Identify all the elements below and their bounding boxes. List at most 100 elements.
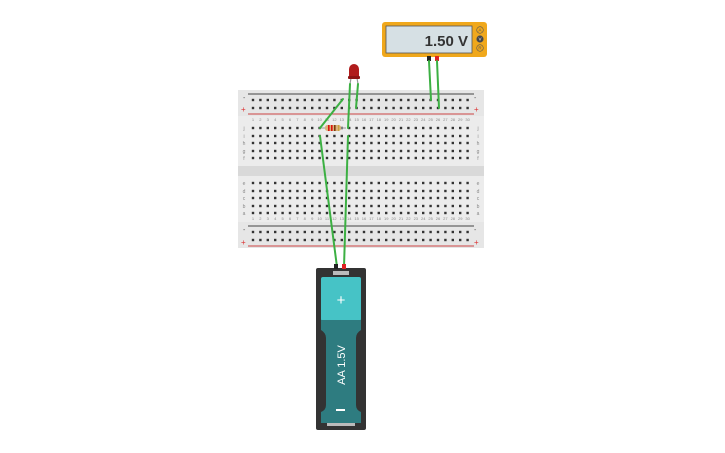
breadboard-hole[interactable] [303, 189, 306, 193]
breadboard-hole[interactable] [340, 230, 343, 234]
breadboard-hole[interactable] [444, 230, 447, 234]
mode-button-a[interactable] [476, 26, 484, 34]
breadboard-hole[interactable] [274, 204, 277, 208]
breadboard-hole[interactable] [392, 238, 395, 242]
breadboard-hole[interactable] [377, 196, 380, 200]
breadboard-hole[interactable] [325, 134, 329, 138]
breadboard-hole[interactable] [459, 149, 462, 153]
breadboard-hole[interactable] [303, 141, 306, 145]
breadboard-hole[interactable] [274, 156, 277, 160]
breadboard-hole[interactable] [436, 149, 440, 153]
breadboard-hole[interactable] [459, 134, 462, 138]
breadboard-hole[interactable] [422, 230, 425, 234]
breadboard-hole[interactable] [370, 230, 373, 234]
breadboard-hole[interactable] [318, 189, 321, 193]
breadboard-hole[interactable] [422, 211, 425, 215]
breadboard-hole[interactable] [296, 204, 299, 208]
breadboard-hole[interactable] [436, 156, 440, 160]
breadboard-hole[interactable] [251, 230, 255, 234]
breadboard-hole[interactable] [414, 134, 417, 138]
breadboard-hole[interactable] [348, 181, 351, 185]
breadboard-hole[interactable] [429, 238, 432, 242]
breadboard-hole[interactable] [392, 196, 395, 200]
breadboard-hole[interactable] [281, 134, 284, 138]
breadboard-hole[interactable] [422, 196, 425, 200]
breadboard-hole[interactable] [414, 230, 417, 234]
breadboard-hole[interactable] [459, 106, 462, 110]
breadboard-hole[interactable] [251, 134, 255, 138]
breadboard-hole[interactable] [459, 156, 462, 160]
breadboard-hole[interactable] [281, 106, 284, 110]
breadboard-hole[interactable] [303, 196, 306, 200]
breadboard-hole[interactable] [414, 189, 417, 193]
breadboard-hole[interactable] [303, 211, 306, 215]
breadboard-hole[interactable] [274, 181, 277, 185]
breadboard-hole[interactable] [399, 238, 403, 242]
breadboard-hole[interactable] [288, 141, 292, 145]
breadboard-hole[interactable] [288, 156, 292, 160]
breadboard-hole[interactable] [259, 189, 262, 193]
breadboard-hole[interactable] [407, 98, 410, 102]
breadboard-hole[interactable] [318, 204, 321, 208]
breadboard-hole[interactable] [340, 204, 343, 208]
breadboard-hole[interactable] [399, 196, 403, 200]
breadboard-hole[interactable] [303, 149, 306, 153]
breadboard-hole[interactable] [399, 189, 403, 193]
breadboard-hole[interactable] [303, 106, 306, 110]
breadboard-hole[interactable] [311, 141, 314, 145]
breadboard-hole[interactable] [370, 238, 373, 242]
breadboard-hole[interactable] [377, 189, 380, 193]
breadboard-hole[interactable] [251, 204, 255, 208]
breadboard-hole[interactable] [466, 156, 469, 160]
breadboard-hole[interactable] [311, 230, 314, 234]
breadboard-hole[interactable] [266, 230, 269, 234]
breadboard-hole[interactable] [355, 189, 358, 193]
breadboard-hole[interactable] [399, 134, 403, 138]
breadboard-hole[interactable] [399, 98, 403, 102]
breadboard-hole[interactable] [466, 141, 469, 145]
breadboard-hole[interactable] [362, 149, 366, 153]
led[interactable] [348, 64, 360, 85]
breadboard-hole[interactable] [377, 106, 380, 110]
breadboard-hole[interactable] [318, 211, 321, 215]
breadboard-hole[interactable] [377, 204, 380, 208]
breadboard-hole[interactable] [259, 230, 262, 234]
breadboard-hole[interactable] [377, 134, 380, 138]
breadboard-hole[interactable] [444, 149, 447, 153]
breadboard-hole[interactable] [377, 181, 380, 185]
breadboard-hole[interactable] [377, 156, 380, 160]
breadboard-hole[interactable] [444, 211, 447, 215]
breadboard-hole[interactable] [274, 106, 277, 110]
breadboard-hole[interactable] [429, 141, 432, 145]
breadboard-hole[interactable] [333, 98, 336, 102]
breadboard-hole[interactable] [414, 181, 417, 185]
breadboard-hole[interactable] [274, 211, 277, 215]
breadboard-hole[interactable] [436, 189, 440, 193]
breadboard-hole[interactable] [422, 134, 425, 138]
breadboard-hole[interactable] [392, 230, 395, 234]
breadboard-hole[interactable] [459, 211, 462, 215]
breadboard-hole[interactable] [370, 149, 373, 153]
breadboard-hole[interactable] [414, 211, 417, 215]
breadboard-hole[interactable] [333, 134, 336, 138]
breadboard-hole[interactable] [281, 196, 284, 200]
breadboard-hole[interactable] [370, 211, 373, 215]
breadboard-hole[interactable] [303, 134, 306, 138]
breadboard-hole[interactable] [429, 106, 432, 110]
breadboard-hole[interactable] [466, 230, 469, 234]
breadboard-hole[interactable] [451, 149, 454, 153]
breadboard-hole[interactable] [392, 126, 395, 130]
breadboard-hole[interactable] [259, 196, 262, 200]
breadboard-hole[interactable] [436, 230, 440, 234]
breadboard-hole[interactable] [274, 189, 277, 193]
breadboard-hole[interactable] [422, 98, 425, 102]
breadboard-hole[interactable] [436, 126, 440, 130]
breadboard-hole[interactable] [296, 106, 299, 110]
breadboard-hole[interactable] [377, 98, 380, 102]
breadboard-hole[interactable] [377, 238, 380, 242]
breadboard-hole[interactable] [451, 196, 454, 200]
breadboard-hole[interactable] [377, 141, 380, 145]
breadboard-hole[interactable] [370, 204, 373, 208]
breadboard-hole[interactable] [266, 149, 269, 153]
breadboard-hole[interactable] [355, 230, 358, 234]
